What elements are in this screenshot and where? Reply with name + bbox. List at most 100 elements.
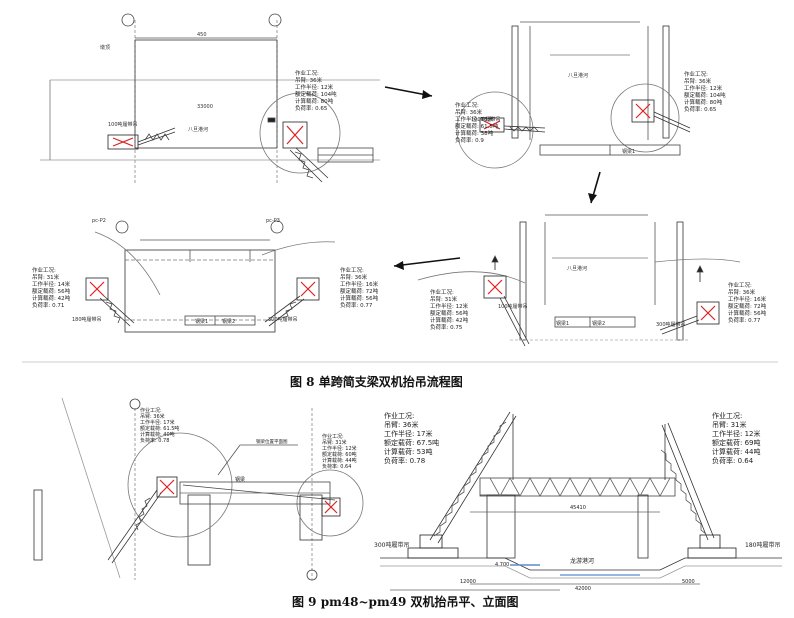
ops-line: 额定载荷: 60吨 [322,451,357,458]
ops-line: 计算载荷: 80吨 [295,97,334,105]
crane-300t-icon [107,476,178,564]
ops-line: 负荷率: 0.71 [32,301,64,309]
ops-line: 工作半径: 17米 [384,429,433,438]
flow-arrow-right [384,86,433,99]
axis-marker [270,220,284,234]
ops-line: 额定载荷: 104吨 [684,91,726,99]
pier-label: pc-P2 [92,218,106,224]
ops-line: 作业工况: [684,70,708,78]
ops-line: 工作半径: 17米 [140,419,175,426]
ops-block-p1-right: 作业工况: 吊臂: 36米 工作半径: 12米 额定载荷: 104吨 计算载荷:… [295,69,337,112]
ops-line: 吊臂: 36米 [140,413,165,420]
dimension-label: 12000 [460,579,476,585]
ops-line: 计算载荷: 40吨 [140,431,175,438]
ops-line: 额定载荷: 61.5吨 [455,122,499,130]
fig8-panel3 [417,214,741,347]
ops-line: 工作半径: 12米 [430,302,469,310]
ops-line: 计算载荷: 42吨 [430,316,469,324]
axis-marker [129,398,141,410]
crane-label: 300吨履带吊 [268,316,298,323]
crane-300t-icon [631,99,691,133]
ops-block-p4-right: 作业工况: 吊臂: 36米 工作半径: 16米 额定载荷: 72吨 计算载荷: … [340,266,379,309]
ops-line: 工作半径: 14米 [32,280,71,288]
axis-marker [268,13,282,27]
ops-line: 吊臂: 36米 [728,288,756,296]
crane-300t-icon [407,411,517,559]
ops-line: 工作半径: 16米 [455,115,494,123]
ops-line: 吊臂: 36米 [384,420,419,429]
ops-line: 额定载荷: 69吨 [712,438,761,447]
ops-line: 计算载荷: 44吨 [712,447,761,456]
ops-line: 作业工况: [295,69,319,77]
crane-180t-icon [85,277,135,327]
crane-label: 100吨履带吊 [108,121,138,128]
river-label: 龙游港河 [570,557,594,565]
ops-block-p3-right: 作业工况: 吊臂: 36米 工作半径: 16米 额定载荷: 72吨 计算载荷: … [728,281,767,324]
ops-line: 吊臂: 36米 [295,76,323,84]
ops-line: 额定载荷: 104吨 [295,90,337,98]
pier-label: 墩顶 [100,44,110,51]
ops-line: 额定载荷: 67.5吨 [384,438,439,447]
axis-marker [115,220,129,234]
ops-line: 作业工况: [430,288,454,296]
elevation-label: 4.700 [495,562,509,568]
crane-label: 300吨履带吊 [374,541,409,549]
river-label: 八旦港河 [188,126,208,133]
ops-line: 负荷率: 0.78 [384,456,425,465]
crane-label: 100吨履带吊 [471,116,501,123]
ops-line: 额定载荷: 72吨 [340,287,379,295]
dimension-label: 45410 [570,505,586,511]
ops-line: 计算载荷: 80吨 [684,98,723,106]
ops-line: 额定载荷: 61.5吨 [140,425,179,432]
axis-marker [306,569,318,581]
figure-8-caption: 图 8 单跨简支梁双机抬吊流程图 [290,375,463,389]
beam-label: 钢梁2 [592,320,605,327]
crane-label: 180吨履带吊 [72,316,102,323]
fig8-panel4 [85,220,336,333]
ops-line: 负荷率: 0.78 [140,437,169,444]
ops-line: 计算载荷: 53吨 [384,447,433,456]
axis-marker [121,13,135,27]
ops-line: 作业工况: [140,407,162,414]
ops-block-p4-left: 作业工况: 吊臂: 31米 工作半径: 14米 额定载荷: 56吨 计算载荷: … [32,266,71,309]
ops-block-f9-left: 作业工况: 吊臂: 36米 工作半径: 17米 额定载荷: 67.5吨 计算载荷… [384,411,439,465]
flow-arrow-down [588,171,601,204]
fig9-plan-view [33,397,364,581]
ops-line: 工作半径: 16米 [728,295,767,303]
river-label: 八旦港河 [568,72,588,79]
dimension-label: 42000 [575,586,591,592]
plan-note: 钢梁位置平面图 [256,438,288,445]
ops-line: 吊臂: 31米 [712,420,747,429]
crane-300t-icon [282,121,329,183]
ops-line: 计算载荷: 56吨 [728,309,767,317]
fig9-elevation-view [380,411,782,591]
beam-label: 钢梁1 [556,320,569,327]
ops-line: 工作半径: 12米 [295,83,334,91]
crane-100t-icon [479,117,546,133]
span-dimension: 450 [197,32,207,38]
beam-label: 钢梁 [235,476,245,483]
fig8-panel2 [456,21,691,169]
ops-line: 吊臂: 31米 [322,439,347,446]
ops-line: 作业工况: [384,411,414,420]
ops-line: 作业工况: [455,101,479,109]
fig8-labels: 450 33000 八旦港河 墩顶 100吨履带吊 八旦港河 八旦港河 100吨… [72,32,686,328]
ops-line: 吊臂: 31米 [32,273,60,281]
fig8-panel1 [40,13,380,185]
crane-label: 100吨履带吊 [498,303,528,310]
ops-line: 工作半径: 12米 [322,445,357,452]
ops-line: 工作半径: 12米 [684,84,723,92]
crane-180t-icon [660,422,737,559]
figure-9-caption: 图 9 pm48~pm49 双机抬吊平、立面图 [292,595,519,609]
span-dimension: 33000 [197,104,213,110]
ops-line: 计算载荷: 44吨 [322,457,357,464]
ops-block-f9-right: 作业工况: 吊臂: 31米 工作半径: 12米 额定载荷: 69吨 计算载荷: … [712,411,761,465]
ops-block-p3-left: 作业工况: 吊臂: 31米 工作半径: 12米 额定载荷: 56吨 计算载荷: … [430,288,469,331]
ops-block-f9-plan-top: 作业工况: 吊臂: 36米 工作半径: 17米 额定载荷: 61.5吨 计算载荷… [140,407,179,444]
crane-100t-icon [107,127,176,150]
ops-line: 吊臂: 36米 [340,273,368,281]
crane-label: 180吨履带吊 [745,541,780,549]
ops-block-p2-left: 作业工况: 吊臂: 36米 工作半径: 16米 额定载荷: 61.5吨 计算载荷… [455,101,499,144]
crane-300t-icon [264,277,320,327]
